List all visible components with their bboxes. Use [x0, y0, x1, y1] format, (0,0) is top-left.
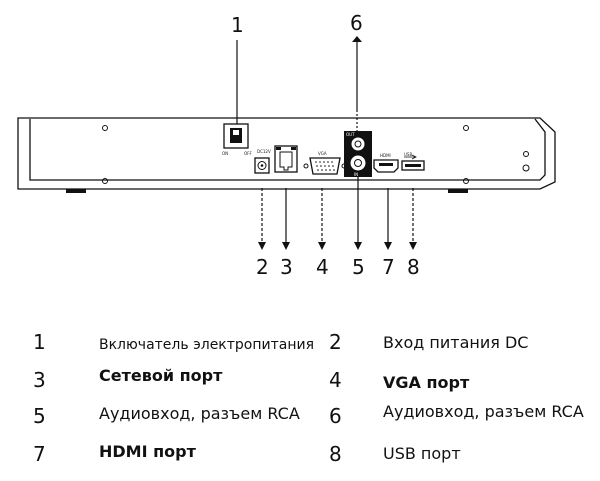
legend-number: 6 [329, 404, 342, 428]
legend-number: 5 [33, 404, 46, 428]
audio-out-label: OUT [346, 132, 355, 137]
screw [463, 125, 469, 131]
audio-out-jack[interactable] [350, 136, 366, 152]
hdmi-label: HDMI [380, 153, 391, 158]
chassis [17, 117, 556, 193]
vga-label: VGA [318, 151, 327, 156]
callout-7: 7 [382, 255, 395, 279]
callout-numbers: 1 6 2 3 4 5 7 8 [231, 11, 420, 279]
callout-2: 2 [256, 255, 269, 279]
audio-in-label: IN [354, 172, 358, 177]
legend-text: Вход питания DC [383, 333, 529, 352]
legend-number: 8 [329, 442, 342, 466]
legend-text: USB порт [383, 444, 461, 463]
switch-on-label: ON [222, 151, 228, 156]
rear-panel-diagram: ON OFF DC12V VGA OUT IN [17, 11, 556, 279]
screw [102, 178, 108, 184]
legend-number: 3 [33, 368, 46, 392]
audio-in-jack[interactable] [349, 154, 367, 172]
legend-number: 7 [33, 442, 46, 466]
dc-power-input[interactable]: DC12V [254, 149, 271, 174]
usb-label: USB [404, 152, 412, 157]
legend-text: Включатель электропитания [99, 337, 315, 353]
network-port[interactable] [274, 145, 298, 173]
ground-screw [522, 164, 530, 172]
callout-5: 5 [352, 255, 365, 279]
legend-text: VGA порт [383, 373, 470, 392]
legend-text: Аудиовход, разъем RCA [99, 404, 300, 423]
hdmi-port[interactable]: HDMI [373, 153, 399, 173]
usb-port[interactable]: USB [401, 152, 425, 171]
power-switch[interactable]: ON OFF [222, 123, 252, 156]
legend-number: 2 [329, 330, 342, 354]
callout-1: 1 [231, 13, 244, 37]
legend-text: Сетевой порт [99, 366, 223, 385]
dc-label: DC12V [257, 149, 271, 154]
switch-off-label: OFF [244, 151, 252, 156]
legend-number: 4 [329, 368, 342, 392]
screw [523, 151, 529, 157]
legend-text: HDMI порт [99, 442, 196, 461]
callout-8: 8 [407, 255, 420, 279]
callout-6: 6 [350, 11, 363, 35]
audio-rca-block: OUT IN [344, 131, 372, 177]
legend-number: 1 [33, 330, 46, 354]
screw [102, 125, 108, 131]
vga-port[interactable]: VGA [303, 151, 347, 175]
legend-text: Аудиовход, разъем RCA [383, 402, 584, 421]
screws [102, 125, 530, 184]
screw [463, 178, 469, 184]
callout-3: 3 [280, 255, 293, 279]
leader-lines [236, 36, 417, 250]
callout-4: 4 [316, 255, 329, 279]
